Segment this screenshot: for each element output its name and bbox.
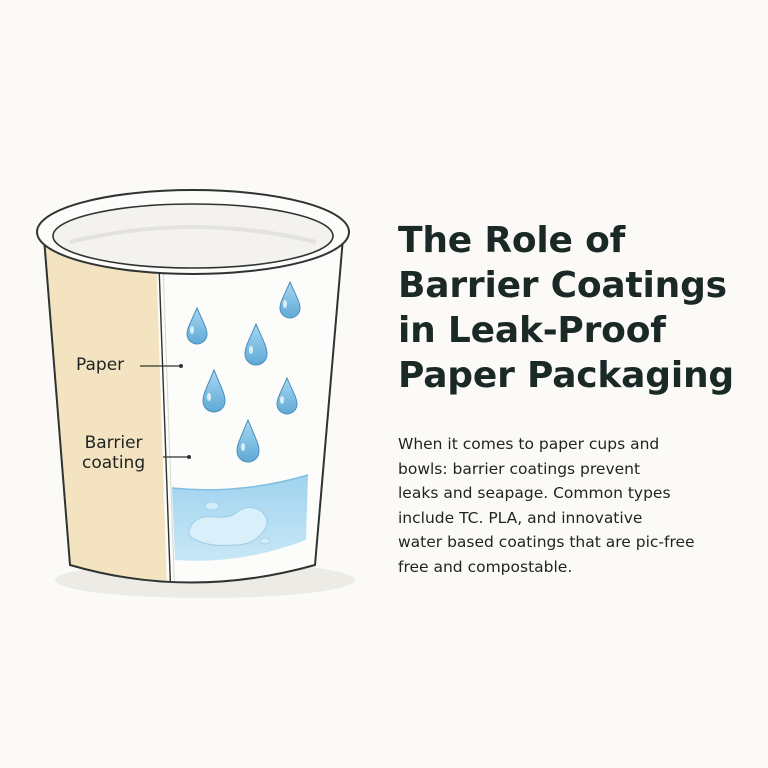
water-puddle-highlight — [188, 507, 268, 546]
page-title: The Role of Barrier Coatings in Leak-Pro… — [398, 218, 748, 398]
cup-rim — [36, 189, 350, 275]
description-line: water based coatings that are pic-free — [398, 533, 695, 551]
barrier-coating-label: Barrier coating — [82, 433, 145, 473]
water-drop-icon — [244, 322, 268, 366]
title-line: Paper Packaging — [398, 355, 734, 396]
barrier-coating-layer — [157, 238, 172, 583]
title-line: in Leak-Proof — [398, 310, 666, 351]
water-drop-icon — [236, 418, 260, 463]
water-drop-icon — [279, 280, 301, 319]
paper-layer — [44, 238, 168, 583]
barrier-label-line: coating — [82, 453, 146, 473]
cup-body — [44, 238, 343, 583]
title-line: The Role of — [398, 220, 626, 261]
description-line: free and compostable. — [398, 557, 573, 576]
water-droplets — [186, 280, 301, 463]
barrier-label-line: Barrier — [84, 433, 143, 453]
water-drop-icon — [202, 368, 226, 413]
paper-label: Paper — [76, 355, 125, 375]
description-line: include TC. PLA, and innovative — [398, 508, 643, 527]
description-line: When it comes to paper cups and — [398, 435, 660, 453]
description-text: When it comes to paper cups and bowls: b… — [398, 432, 748, 579]
description-line: bowls: barrier coatings prevent — [398, 459, 641, 478]
title-line: Barrier Coatings — [398, 265, 727, 306]
description-line: leaks and seapage. Common types — [398, 484, 671, 502]
water-drop-icon — [276, 376, 298, 415]
water-drop-icon — [186, 306, 208, 345]
